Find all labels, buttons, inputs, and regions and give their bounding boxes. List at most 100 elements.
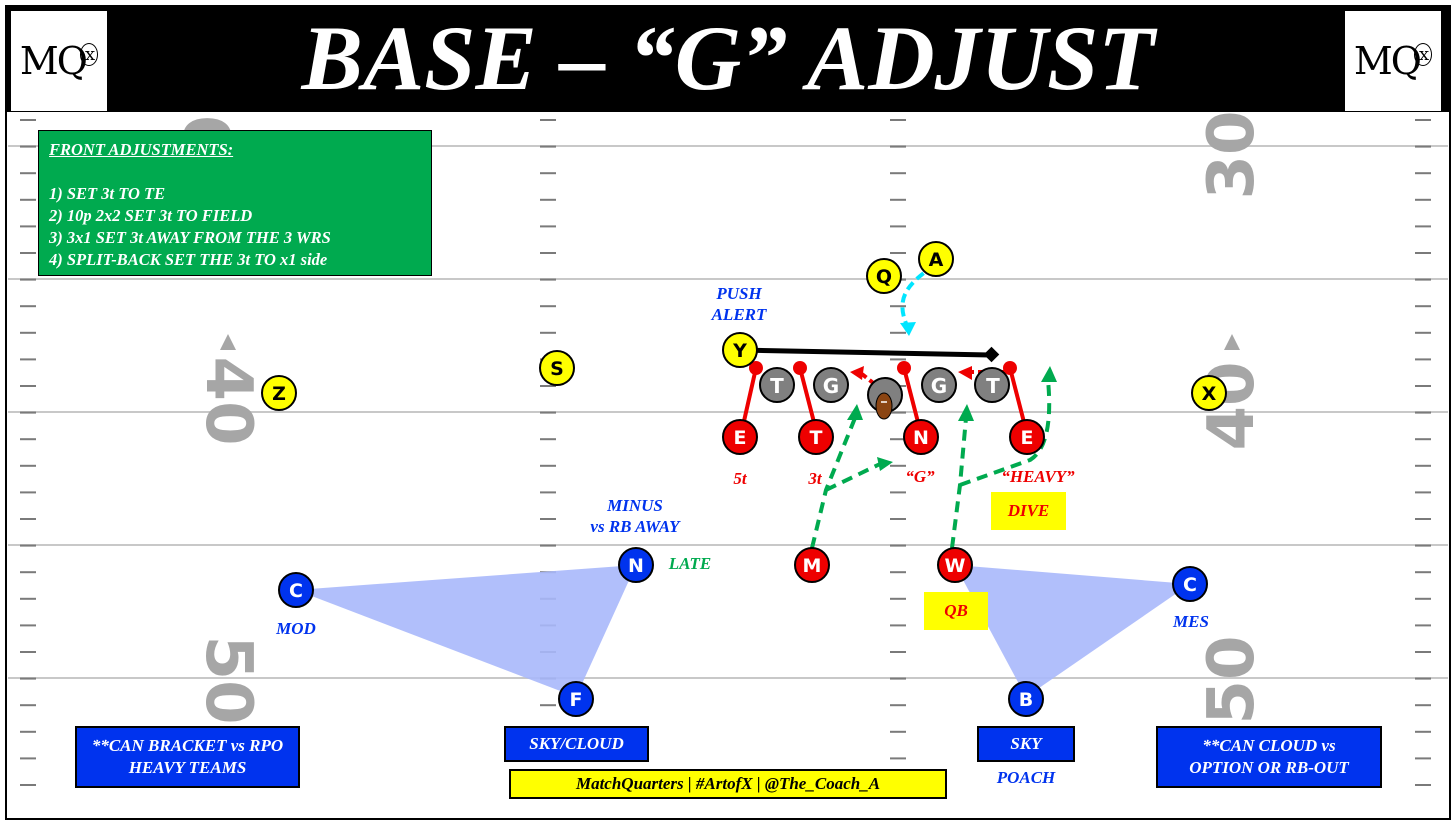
poach-label: POACH <box>996 768 1056 787</box>
dive-box: DIVE <box>991 492 1066 530</box>
offensive-line <box>759 367 1010 413</box>
offense-skill-circles <box>261 241 1227 411</box>
three-t-label: 3t <box>807 469 823 488</box>
lineman-t-right-label: T <box>986 374 1000 398</box>
player-s <box>539 350 575 386</box>
front-adjustment-item: 1) SET 3t TO TE <box>49 184 166 203</box>
g-label: “G” <box>905 467 935 486</box>
logo-mark: x <box>1413 43 1433 67</box>
player-a <box>918 241 954 277</box>
defender-n-line-label: N <box>913 427 929 449</box>
minus-line2: vs RB AWAY <box>590 517 681 536</box>
late-label: LATE <box>668 554 712 573</box>
player-z <box>261 375 297 411</box>
direction-arrow-left <box>220 334 236 350</box>
five-t-label: 5t <box>733 469 748 488</box>
yard-number-50-right: 50 <box>1195 635 1269 724</box>
mes-label: MES <box>1172 612 1209 631</box>
defense-back-letters: N C C F B <box>289 555 1197 711</box>
yard-lines <box>8 145 1448 679</box>
defender-c-right <box>1172 566 1208 602</box>
defender-c-left <box>278 572 314 608</box>
fit-arrow-m-b <box>877 457 893 471</box>
defense-front-letters: E T N E M W <box>734 427 1034 577</box>
fit-arrow-w-a <box>958 404 974 421</box>
football-icon <box>875 392 893 420</box>
page-title: BASE – “G” ADJUST <box>301 7 1155 109</box>
yard-number-40-left: 40 <box>191 356 265 445</box>
yard-number-30-right: 30 <box>1195 110 1269 199</box>
mod-label: MOD <box>275 619 316 638</box>
player-s-label: S <box>550 358 564 380</box>
sky-cloud-box: SKY/CLOUD <box>504 726 649 762</box>
push-alert-line2: ALERT <box>711 305 767 324</box>
credit-banner: MatchQuarters | #ArtofX | @The_Coach_A <box>509 769 947 799</box>
defender-m-label: M <box>803 555 822 577</box>
defender-e-left-label: E <box>734 427 747 449</box>
defender-c-right-label: C <box>1183 574 1197 596</box>
logo-left: MQx <box>11 11 107 111</box>
yard-arrows <box>220 334 1240 350</box>
player-z-label: Z <box>272 383 286 405</box>
defense-back-circles <box>278 547 1208 717</box>
y-block-line <box>739 347 991 358</box>
coverage-triangle-left <box>296 565 636 697</box>
defender-n-line <box>903 419 939 455</box>
lineman-g-left <box>813 367 849 403</box>
lineman-t-left-label: T <box>770 374 784 398</box>
lineman-t-right <box>974 367 1010 403</box>
annotation-labels: PUSH ALERT 5t 3t “G” “HEAVY” MINUS vs RB… <box>275 284 1209 787</box>
rush-dot-n <box>897 361 911 375</box>
sky-box: SKY <box>977 726 1075 762</box>
defense-front-circles <box>722 419 1045 583</box>
yard-number-50-left: 50 <box>191 635 265 724</box>
fit-arrow-m-a <box>847 404 863 420</box>
line-letters: T G G T <box>770 374 1000 398</box>
defender-b-label: B <box>1019 689 1033 711</box>
defender-t <box>798 419 834 455</box>
player-y-label: Y <box>732 340 747 362</box>
player-q-label: Q <box>876 266 892 288</box>
defender-n-back <box>618 547 654 583</box>
rush-dot-t <box>793 361 807 375</box>
linebacker-fits <box>810 379 1052 549</box>
defender-e-right <box>1009 419 1045 455</box>
front-adjustment-item: 2) 10p 2x2 SET 3t TO FIELD <box>49 206 253 225</box>
player-x <box>1191 375 1227 411</box>
block-diamond <box>983 346 1000 363</box>
direction-arrow-right <box>1224 334 1240 350</box>
defender-f <box>558 681 594 717</box>
push-alert-line1: PUSH <box>715 284 762 303</box>
lineman-g-right <box>921 367 957 403</box>
bracket-note-box: **CAN BRACKET vs RPO HEAVY TEAMS <box>75 726 300 788</box>
defender-t-label: T <box>810 427 823 449</box>
defender-f-label: F <box>570 689 583 711</box>
title-bar: MQx BASE – “G” ADJUST MQx <box>5 5 1451 112</box>
logo-mark: x <box>79 43 99 67</box>
defender-e-left <box>722 419 758 455</box>
front-adjustment-item: 3) 3x1 SET 3t AWAY FROM THE 3 WRS <box>49 228 331 247</box>
rush-dot-e <box>749 361 763 375</box>
minus-line1: MINUS <box>606 496 663 515</box>
player-a-label: A <box>929 249 944 271</box>
lineman-g-left-label: G <box>823 374 839 398</box>
motion-arrow <box>900 322 916 336</box>
logo-right-text: MQx <box>1354 39 1433 83</box>
logo-right: MQx <box>1345 11 1441 111</box>
player-q <box>866 258 902 294</box>
lineman-g-right-label: G <box>931 374 947 398</box>
defender-m <box>794 547 830 583</box>
defender-n-back-label: N <box>628 555 644 577</box>
front-adjustments-list: 1) SET 3t TO TE 2) 10p 2x2 SET 3t TO FIE… <box>49 183 421 271</box>
player-x-label: X <box>1202 383 1217 405</box>
defender-e-right-label: E <box>1021 427 1034 449</box>
defender-c-left-label: C <box>289 580 303 602</box>
front-adjustments-box: FRONT ADJUSTMENTS: 1) SET 3t TO TE 2) 10… <box>38 130 432 276</box>
front-adjustments-title: FRONT ADJUSTMENTS: <box>49 140 234 159</box>
offense-skill-letters: A Q Y S Z X <box>272 249 1217 405</box>
defender-w <box>937 547 973 583</box>
lineman-t-left <box>759 367 795 403</box>
slant-arrow-e <box>958 366 972 380</box>
logo-left-text: MQx <box>20 39 99 83</box>
